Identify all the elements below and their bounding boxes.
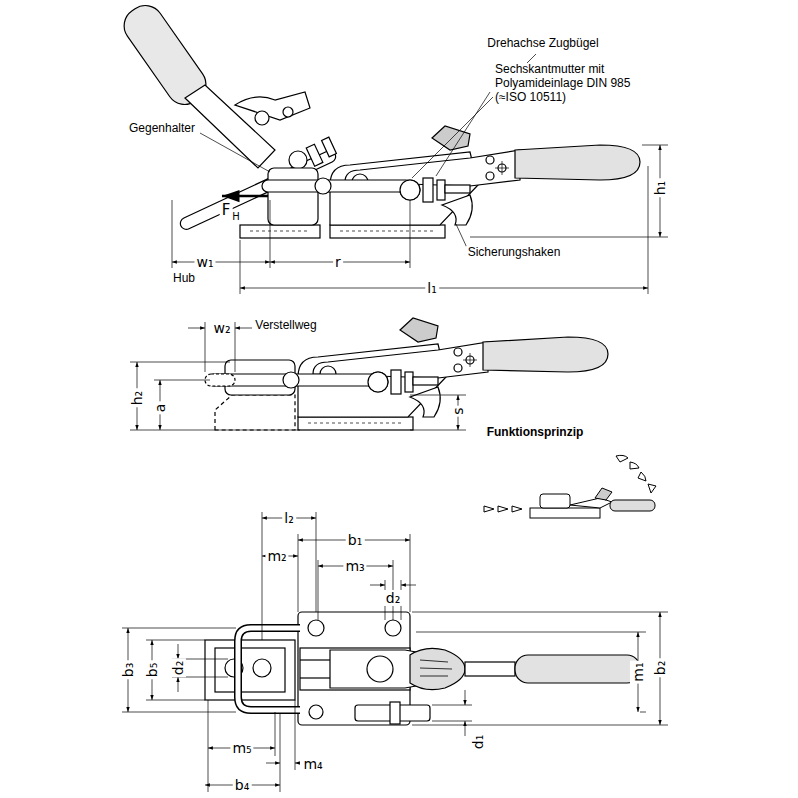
dimension-label: b₃ — [120, 661, 136, 680]
dimension-label: m₄ — [301, 756, 324, 772]
dimension-label: b₄ — [233, 777, 252, 793]
dimension-label: m₁ — [630, 660, 646, 683]
dimension-label: d₁ — [470, 733, 486, 752]
dimension-label: s — [450, 405, 466, 416]
callout-label: Verstellweg — [253, 319, 318, 333]
dimension-label: H — [230, 211, 242, 223]
dimension-label: l₂ — [282, 510, 296, 526]
dimension-label: l₁ — [425, 280, 439, 296]
dimension-label: m₅ — [230, 740, 253, 756]
callout-label: Gegenhalter — [127, 122, 197, 136]
callout-label: Sechskantmutter mit Polyamideinlage DIN … — [493, 63, 647, 104]
dimension-label: b₂ — [652, 659, 668, 678]
dimension-label: b₁ — [346, 532, 365, 548]
callout-label: Drehachse Zugbügel — [485, 37, 600, 51]
callout-label: Hub — [171, 272, 197, 286]
dimension-label: h₁ — [652, 179, 668, 198]
dimension-label: w₁ — [194, 254, 215, 270]
dimension-label: m₃ — [343, 558, 366, 574]
dimension-label: b₅ — [144, 661, 160, 680]
dimension-label: w₂ — [211, 320, 232, 336]
dimension-label: d₂ — [384, 590, 403, 606]
dimension-label: m₂ — [265, 548, 288, 564]
dimension-label: d₂ — [170, 659, 186, 678]
dimension-label: a — [152, 402, 168, 415]
callout-label: Sicherungshaken — [466, 246, 563, 260]
dimension-label: h₂ — [129, 389, 145, 408]
callout-label: Funktionsprinzip — [485, 426, 586, 440]
dimension-label: r — [333, 254, 343, 270]
